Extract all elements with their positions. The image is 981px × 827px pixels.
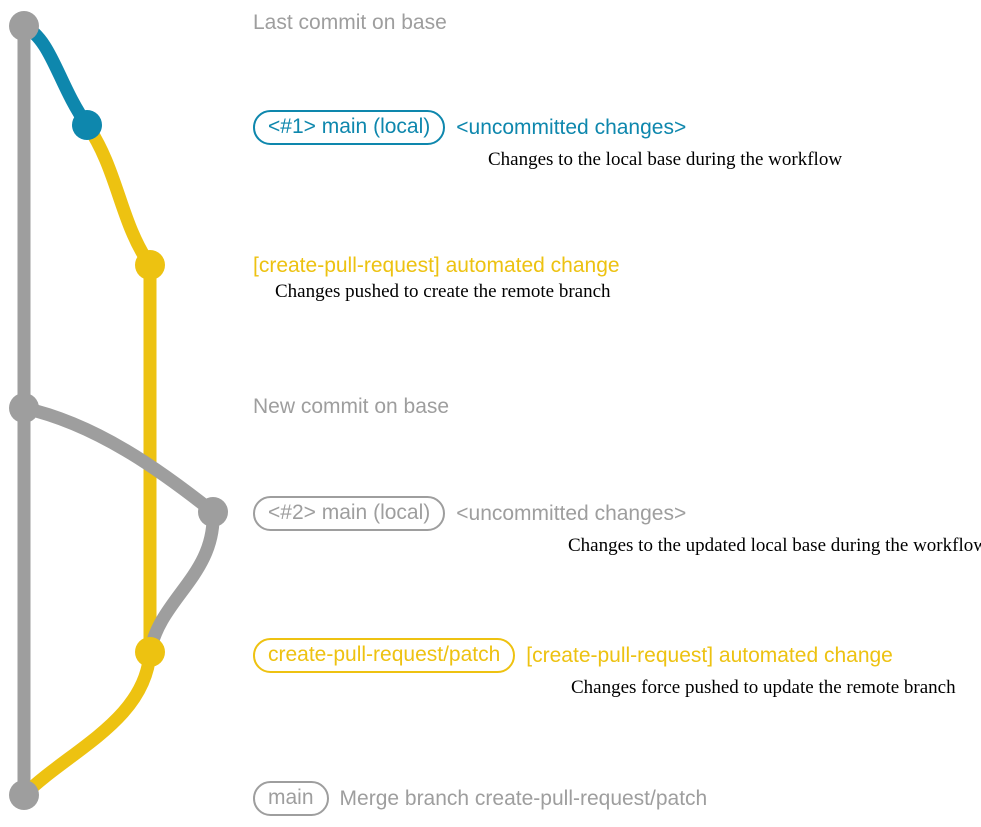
commit-row-remote-1: [create-pull-request] automated change C… bbox=[253, 254, 620, 303]
commit-row-new-commit: New commit on base bbox=[253, 395, 449, 418]
edge-local-1-to-remote-1 bbox=[80, 118, 157, 272]
branch-badge-local-1[interactable]: <#1> main (local) bbox=[253, 110, 446, 146]
commit-subject: New commit on base bbox=[253, 395, 450, 418]
node-local-1[interactable] bbox=[72, 110, 102, 140]
commit-headline: Last commit on base bbox=[253, 11, 447, 34]
commit-subject: <uncommitted changes> bbox=[456, 501, 687, 525]
node-base-top[interactable] bbox=[9, 11, 39, 41]
edge-local-2-to-remote-2 bbox=[143, 505, 220, 659]
branch-badge-local-2[interactable]: <#2> main (local) bbox=[253, 496, 446, 532]
commit-subject: [create-pull-request] automated change bbox=[253, 254, 620, 277]
commit-subject: [create-pull-request] automated change bbox=[526, 643, 893, 667]
node-local-2[interactable] bbox=[198, 497, 228, 527]
edge-remote-2-to-merge bbox=[17, 645, 157, 802]
commit-headline: New commit on base bbox=[253, 395, 449, 418]
edge-base-new-to-local-2 bbox=[17, 401, 220, 519]
node-base-new[interactable] bbox=[9, 393, 39, 423]
commit-headline: main Merge branch create-pull-request/pa… bbox=[253, 781, 708, 817]
commit-description: Changes force pushed to update the remot… bbox=[571, 677, 956, 699]
branch-badge-create-pull-request-patch[interactable]: create-pull-request/patch bbox=[253, 638, 516, 674]
commit-row-local-1: <#1> main (local) <uncommitted changes> … bbox=[253, 110, 842, 171]
commit-subject: <uncommitted changes> bbox=[456, 115, 687, 139]
commit-subject: Last commit on base bbox=[253, 11, 447, 34]
commit-row-local-2: <#2> main (local) <uncommitted changes> … bbox=[253, 496, 981, 557]
node-remote-1[interactable] bbox=[135, 250, 165, 280]
commit-row-merge: main Merge branch create-pull-request/pa… bbox=[253, 781, 708, 817]
commit-row-remote-2: create-pull-request/patch [create-pull-r… bbox=[253, 638, 956, 699]
branch-badge-main[interactable]: main bbox=[253, 781, 329, 817]
commit-row-last-commit: Last commit on base bbox=[253, 11, 447, 34]
commit-description: Changes to the updated local base during… bbox=[568, 535, 981, 557]
branch-graph-svg bbox=[9, 11, 228, 810]
commit-description: Changes to the local base during the wor… bbox=[488, 149, 843, 171]
commit-headline: create-pull-request/patch [create-pull-r… bbox=[253, 638, 956, 674]
commit-subject: Merge branch create-pull-request/patch bbox=[339, 786, 708, 810]
commit-headline: <#1> main (local) <uncommitted changes> bbox=[253, 110, 842, 146]
commit-description: Changes pushed to create the remote bran… bbox=[275, 281, 611, 303]
node-remote-2[interactable] bbox=[135, 637, 165, 667]
graph-nodes bbox=[9, 11, 228, 810]
node-base-merge[interactable] bbox=[9, 780, 39, 810]
commit-headline: <#2> main (local) <uncommitted changes> bbox=[253, 496, 981, 532]
commit-headline: [create-pull-request] automated change bbox=[253, 254, 620, 277]
